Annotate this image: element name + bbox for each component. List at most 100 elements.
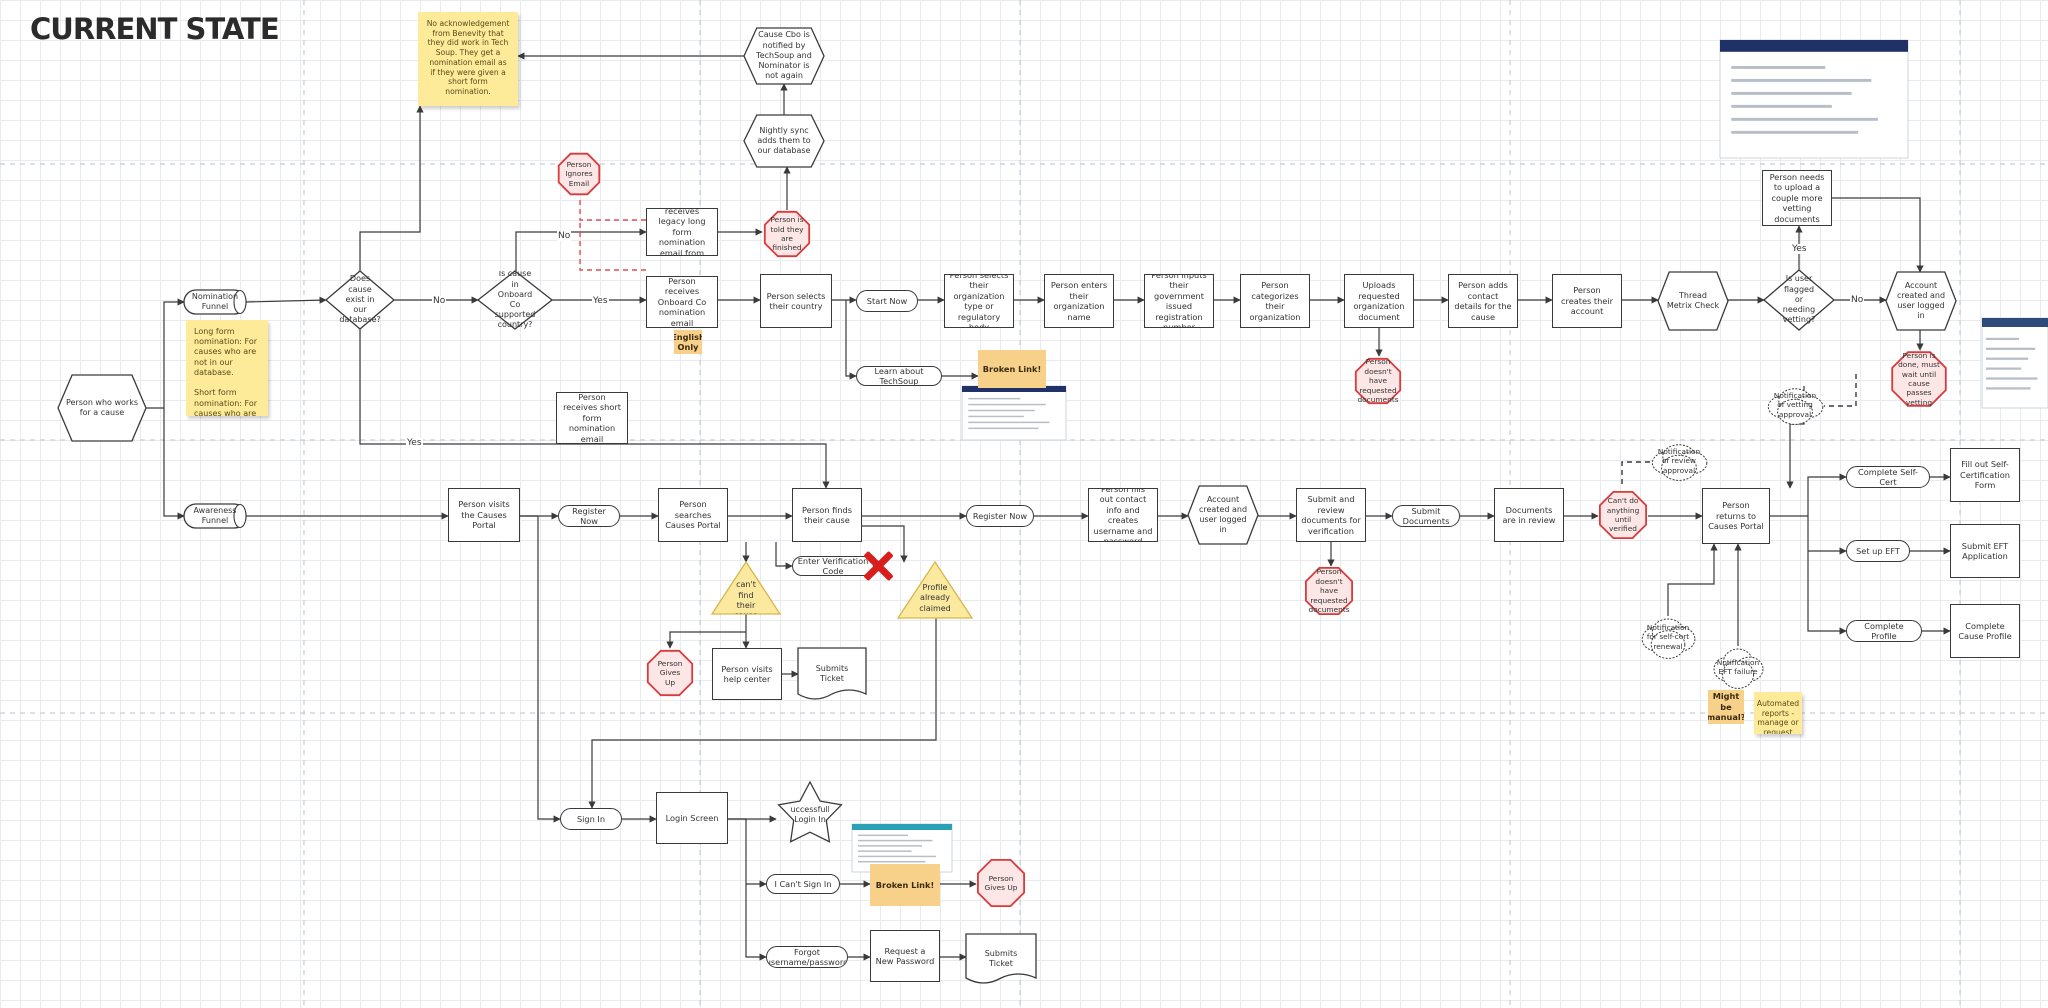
submit-review-node[interactable]: Submit and review documents for verifica… xyxy=(1296,488,1366,542)
nomination-funnel-shape xyxy=(183,289,247,315)
flow-connector xyxy=(515,228,647,271)
flow-connector xyxy=(775,542,793,570)
decision-user-flagged[interactable]: Is user flagged or needing vetting? xyxy=(1782,274,1816,325)
success-login-star[interactable]: Successfully Login In xyxy=(790,804,829,824)
select-org-type-node[interactable]: Person selects their organization type o… xyxy=(944,274,1014,328)
nomination-funnel[interactable]: Nomination Funnel xyxy=(191,291,239,311)
warn-profile-claimed[interactable]: Profile already claimed xyxy=(919,583,951,613)
forgot-pill[interactable]: Forgot username/password xyxy=(766,946,848,968)
fill-self-cert-node[interactable]: Fill out Self-Certification Form xyxy=(1950,448,2020,502)
start-now-pill[interactable]: Start Now xyxy=(856,290,918,312)
stop-gives-up-2[interactable]: Person Gives Up xyxy=(984,873,1018,892)
request-password-node[interactable]: Request a New Password xyxy=(870,930,940,982)
stop-told-finished[interactable]: Person is told they are finished xyxy=(770,215,804,253)
set-up-eft-pill[interactable]: Set up EFT xyxy=(1846,540,1910,562)
docs-in-review-node[interactable]: Documents are in review xyxy=(1494,488,1564,542)
selects-country-node[interactable]: Person selects their country xyxy=(760,274,832,328)
warn-cant-find[interactable]: Person can't find their cause xyxy=(733,578,760,614)
uploads-doc-node[interactable]: Uploads requested organization document xyxy=(1344,274,1414,328)
stop-gives-up-1[interactable]: Person Gives Up xyxy=(657,658,683,687)
cloud-vetting-approval-shape xyxy=(1767,388,1824,425)
stop-no-docs-2-shape xyxy=(1305,567,1353,615)
sign-in-pill[interactable]: Sign In xyxy=(560,808,622,830)
cloud-review-approval-shape xyxy=(1651,444,1708,481)
no-ack-sticky[interactable]: No acknowledgement from Benevity that th… xyxy=(418,12,518,106)
onboard-email-node[interactable]: Person receives Onboard Co nomination em… xyxy=(646,276,718,328)
account-created-mid[interactable]: Account created and user logged in xyxy=(1198,494,1248,535)
submit-documents-pill[interactable]: Submit Documents xyxy=(1392,505,1460,527)
register-now-pill-1[interactable]: Register Now xyxy=(558,505,620,527)
dashed-connector xyxy=(1824,374,1857,407)
searches-portal-node[interactable]: Person searches Causes Portal xyxy=(658,488,728,542)
edge-label-yes: Yes xyxy=(406,438,423,448)
decision-onboard-country[interactable]: Is cause in Onboard Co supported country… xyxy=(494,271,536,329)
warn-cant-find-shape xyxy=(710,560,782,615)
stop-no-docs-2[interactable]: Person doesn't have requested documents xyxy=(1308,567,1350,615)
decision-user-flagged-shape xyxy=(1763,269,1835,331)
visits-portal-node[interactable]: Person visits the Causes Portal xyxy=(448,488,520,542)
needs-upload-node[interactable]: Person needs to upload a couple more vet… xyxy=(1762,170,1832,226)
start-node[interactable]: Person who works for a cause xyxy=(66,397,139,417)
edge-label-yes: Yes xyxy=(592,296,609,306)
finds-cause-node[interactable]: Person finds their cause xyxy=(792,488,862,542)
cloud-self-cert-renewal-shape xyxy=(1641,618,1696,659)
flow-connector xyxy=(163,408,185,520)
complete-cause-profile-node[interactable]: Complete Cause Profile xyxy=(1950,604,2020,658)
cloud-vetting-approval[interactable]: Notification of vetting approval xyxy=(1773,390,1817,419)
stop-told-finished-shape xyxy=(763,210,811,258)
enters-name-node[interactable]: Person enters their organization name xyxy=(1044,274,1114,328)
nightly-sync-node[interactable]: Nightly sync adds them to our database xyxy=(757,125,811,156)
creates-account-node[interactable]: Person creates their account xyxy=(1552,274,1622,328)
legacy-email-node[interactable]: Person receives legacy long form nominat… xyxy=(646,208,718,256)
help-center-node[interactable]: Person visits help center xyxy=(712,648,782,700)
start-node-shape xyxy=(57,374,147,442)
flow-connector xyxy=(845,300,857,380)
inputs-registration-node[interactable]: Person inputs their government issued re… xyxy=(1144,274,1214,328)
returns-portal-node[interactable]: Person returns to Causes Portal xyxy=(1702,488,1770,544)
cloud-self-cert-renewal[interactable]: Notification for self-cert renewal xyxy=(1646,622,1690,651)
red-x-cross-icon xyxy=(862,550,894,582)
enter-code-pill[interactable]: Enter Verification Code xyxy=(792,556,874,576)
short-form-email-node[interactable]: Person receives short form nomination em… xyxy=(556,392,628,444)
cloud-eft-failure[interactable]: Notification EFT failure xyxy=(1716,657,1760,676)
stop-done-wait-shape xyxy=(1891,351,1947,407)
submits-ticket-doc-1[interactable]: Submits Ticket xyxy=(815,663,849,683)
stop-ignores-email[interactable]: Person Ignores Email xyxy=(565,159,593,188)
english-only-badge[interactable]: English Only xyxy=(674,330,702,354)
account-created-top[interactable]: Account created and user logged in xyxy=(1896,280,1946,321)
screenshot-thumbnail xyxy=(1981,317,2048,409)
adds-contact-node[interactable]: Person adds contact details for the caus… xyxy=(1448,274,1518,328)
complete-self-cert-pill[interactable]: Complete Self-Cert xyxy=(1846,466,1930,488)
submits-ticket-doc-2[interactable]: Submits Ticket xyxy=(984,948,1018,968)
nomination-note-sticky[interactable]: Long form nomination: For causes who are… xyxy=(186,320,268,416)
submits-ticket-doc-2-shape xyxy=(965,933,1037,984)
decision-in-database[interactable]: Does cause exist in our database? xyxy=(339,274,381,325)
submit-eft-node[interactable]: Submit EFT Application xyxy=(1950,524,2020,578)
page-title: CURRENT STATE xyxy=(30,12,280,46)
complete-profile-pill[interactable]: Complete Profile xyxy=(1846,620,1922,642)
cant-sign-in-pill[interactable]: I Can't Sign In xyxy=(766,874,840,894)
stop-done-wait[interactable]: Person is done, must wait until cause pa… xyxy=(1898,350,1940,407)
flow-connector xyxy=(745,884,767,961)
broken-link-badge-2[interactable]: Broken Link! xyxy=(870,864,940,906)
login-screen-node[interactable]: Login Screen xyxy=(656,792,728,844)
auto-reports-sticky[interactable]: Automated reports - manage or request er… xyxy=(1754,692,1802,734)
stop-cant-do[interactable]: Can't do anything until verified xyxy=(1606,496,1640,534)
cause-notified-node[interactable]: Cause Cbo is notified by TechSoup and No… xyxy=(756,30,812,81)
stop-no-docs-1[interactable]: Person doesn't have requested documents xyxy=(1358,357,1398,405)
flow-connector xyxy=(359,329,830,489)
thread-metrix-node[interactable]: Thread Metrix Check xyxy=(1666,290,1720,310)
cloud-eft-failure-shape xyxy=(1713,648,1764,689)
awareness-funnel[interactable]: Awareness Funnel xyxy=(193,505,237,525)
learn-about-pill[interactable]: Learn about TechSoup xyxy=(856,366,942,386)
fills-contact-node[interactable]: Person fills out contact info and create… xyxy=(1088,488,1158,542)
flow-connector xyxy=(666,631,746,649)
might-be-manual-badge[interactable]: Might be manual? xyxy=(1708,690,1744,724)
submits-ticket-doc-1-shape xyxy=(797,647,867,700)
register-now-pill-2[interactable]: Register Now xyxy=(966,505,1034,527)
cloud-review-approval[interactable]: Notification of review approval xyxy=(1657,446,1701,475)
categorizes-node[interactable]: Person categorizes their organization xyxy=(1240,274,1310,328)
broken-link-badge[interactable]: Broken Link! xyxy=(978,350,1046,388)
screenshot-thumbnail xyxy=(1719,39,1909,159)
